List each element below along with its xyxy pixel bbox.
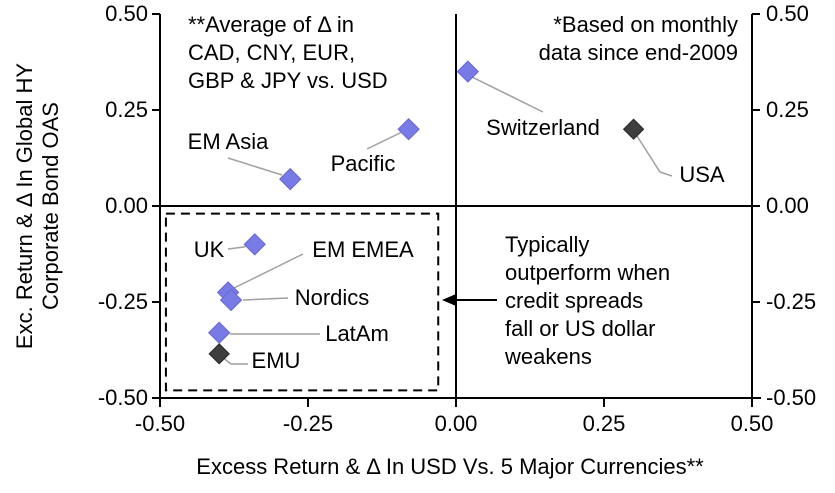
x-axis-title: Excess Return & Δ In USD Vs. 5 Major Cur… [196,454,704,479]
point-label-em-emea: EM EMEA [312,237,414,262]
leader-line-nordics [242,297,289,301]
y-tick-label-left-0: 0.50 [105,1,148,26]
dashed-quadrant-box [164,212,440,392]
footnote-fx-average: **Average of Δ in CAD, CNY, EUR, GBP & J… [188,11,388,95]
y-axis-title-line-1: Exc. Return & Δ In Global HY [12,62,37,350]
x-tick-label-2: 0.00 [434,411,478,436]
point-label-switzerland: Switzerland [486,115,600,140]
y-axis-title: Exc. Return & Δ In Global HY Corporate B… [12,6,64,406]
point-label-usa: USA [679,162,725,187]
x-tick-label-3: 0.25 [582,411,626,436]
outperform-note-line-1: Typically [505,232,590,257]
point-label-em-asia: EM Asia [187,129,269,154]
marker-uk [243,233,266,256]
y-tick-label-left-3: -0.25 [97,289,148,314]
outperform-note-line-5: weakens [505,344,592,369]
footnote-fx-line-3: GBP & JPY vs. USD [188,68,388,93]
leader-line-switzerland [471,76,544,113]
y-axis-title-line-2: Corporate Bond OAS [38,102,63,310]
y-tick-label-left-4: -0.50 [97,385,148,410]
marker-latam [207,321,231,344]
note-arrow-head [442,294,456,306]
y-tick-label-right-1: 0.25 [766,97,809,122]
point-label-emu: EMU [251,348,301,373]
y-tick-label-left-2: 0.00 [105,193,148,218]
marker-emu [208,343,230,365]
marker-pacific [397,117,420,141]
x-tick-label-0: -0.50 [134,411,186,436]
point-label-pacific: Pacific [330,151,396,176]
y-tick-label-right-2: 0.00 [766,193,809,218]
y-tick-label-right-3: -0.25 [766,289,817,314]
point-label-latam: LatAm [325,321,389,346]
leader-line-em-emea [231,253,304,290]
leader-line-emu [221,356,248,365]
y-tick-label-right-4: -0.50 [766,385,817,410]
marker-usa [622,118,645,140]
y-tick-label-left-1: 0.25 [105,97,148,122]
leader-line-pacific [366,131,403,150]
footnote-monthly-data: *Based on monthly data since end-2009 [539,11,738,67]
footnote-monthly-line-1: *Based on monthly [553,12,738,37]
leader-line-em-asia [227,157,283,176]
x-tick-label-4: 0.50 [730,411,774,436]
y-tick-label-right-0: 0.50 [766,1,809,26]
outperform-note-line-4: fall or US dollar [505,316,656,341]
footnote-monthly-line-2: data since end-2009 [538,40,738,65]
outperform-note: Typically outperform when credit spreads… [505,231,670,371]
point-label-nordics: Nordics [294,285,370,310]
marker-switzerland [456,60,480,83]
x-tick-label-1: -0.25 [282,411,334,436]
outperform-note-line-2: outperform when [505,260,671,285]
leader-line-usa [636,135,673,177]
outperform-note-line-3: credit spreads [505,288,644,313]
marker-em-asia [279,167,302,191]
footnote-fx-line-2: CAD, CNY, EUR, [188,40,356,65]
marker-nordics [219,288,243,312]
footnote-fx-line-1: **Average of Δ in [188,12,354,37]
point-label-uk: UK [193,237,225,262]
